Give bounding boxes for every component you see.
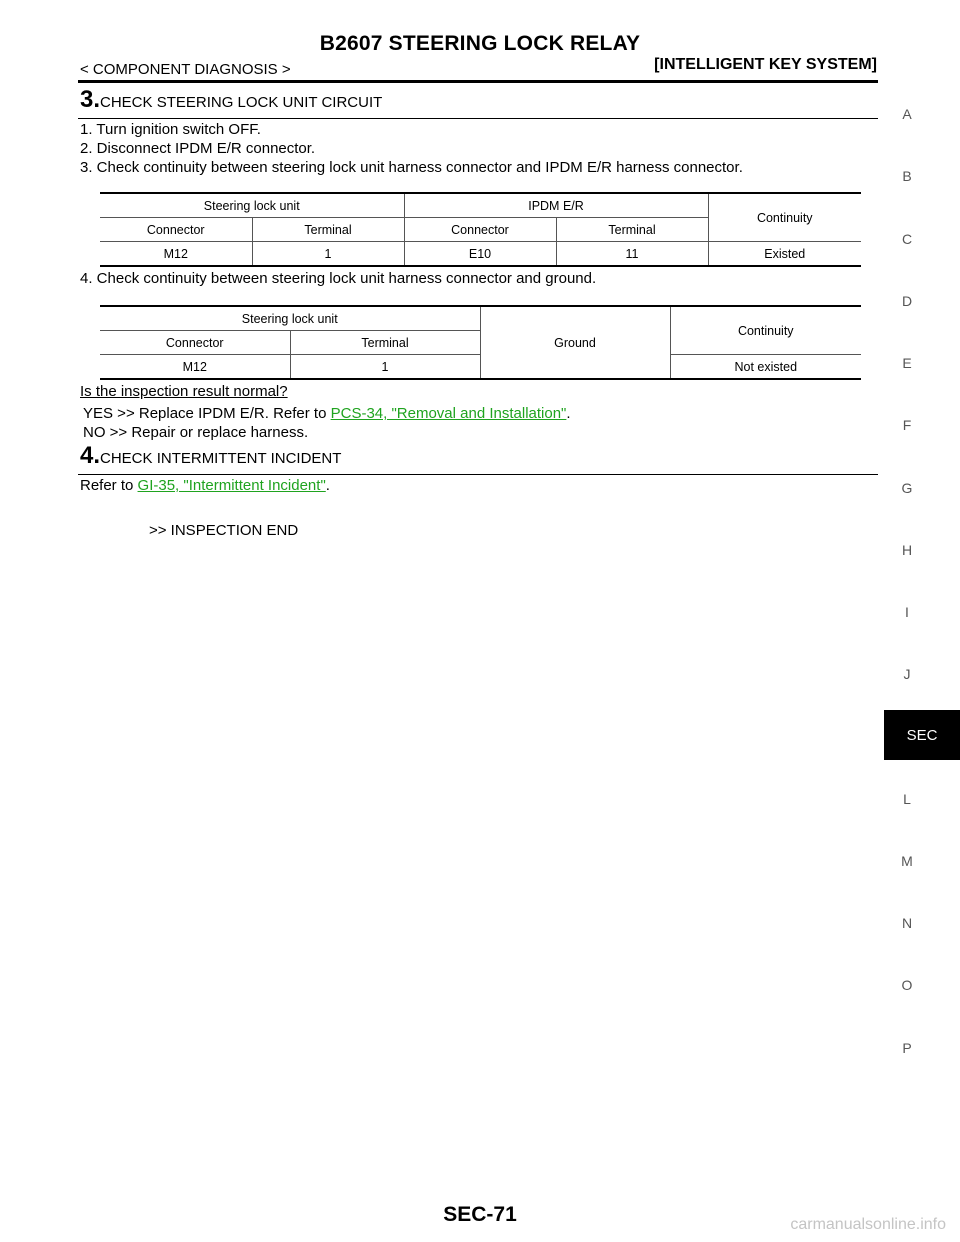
side-index-sec-tab[interactable]: SEC (884, 710, 960, 760)
side-index-m[interactable]: M (901, 853, 913, 869)
watermark: carmanualsonline.info (790, 1216, 946, 1233)
cell-continuity: Existed (707, 241, 861, 266)
side-index-h[interactable]: H (901, 542, 913, 558)
side-index-c[interactable]: C (901, 231, 913, 247)
side-index-a[interactable]: A (902, 106, 912, 122)
side-index-i[interactable]: I (905, 604, 909, 620)
refer-text: Refer to (80, 477, 138, 494)
step-3-item-3: 3. Check continuity between steering loc… (80, 159, 743, 176)
gi-35-link[interactable]: GI-35, "Intermittent Incident" (137, 477, 326, 494)
col-connector: Connector (403, 217, 557, 242)
side-index-n[interactable]: N (901, 915, 913, 931)
col-steering-lock-unit: Steering lock unit (100, 193, 405, 218)
step-3-item-2: 2. Disconnect IPDM E/R connector. (80, 140, 316, 157)
refer-suffix: . (325, 477, 330, 494)
inspection-end: >> INSPECTION END (149, 522, 299, 539)
side-index-e[interactable]: E (902, 355, 912, 371)
yes-line: YES >> Replace IPDM E/R. Refer to PCS-34… (83, 405, 571, 422)
col-terminal: Terminal (289, 330, 480, 355)
pcs-34-link[interactable]: PCS-34, "Removal and Installation" (330, 405, 567, 422)
step-4-number: 4. (80, 442, 101, 469)
page-number: SEC-71 (443, 1203, 517, 1226)
cell-continuity: Not existed (669, 354, 861, 379)
side-index-b[interactable]: B (902, 168, 912, 184)
col-continuity: Continuity (707, 193, 861, 242)
table-row: M12 1 Not existed (100, 354, 861, 379)
step-4-heading: 4.CHECK INTERMITTENT INCIDENT (80, 442, 341, 470)
side-index-p[interactable]: P (902, 1040, 912, 1056)
side-index-g[interactable]: G (901, 480, 913, 496)
cell-connector: M12 (100, 354, 291, 379)
step-3-number: 3. (80, 86, 101, 113)
step-3-rule (78, 118, 878, 119)
no-line: NO >> Repair or replace harness. (83, 424, 309, 441)
refer-line: Refer to GI-35, "Intermittent Incident". (80, 477, 330, 494)
yes-text: YES >> Replace IPDM E/R. Refer to (83, 405, 331, 422)
inspection-question: Is the inspection result normal? (80, 383, 288, 400)
header-rule (78, 80, 878, 83)
col-steering-lock-unit: Steering lock unit (100, 306, 481, 331)
step-3-item-1: 1. Turn ignition switch OFF. (80, 121, 261, 138)
side-index-f[interactable]: F (902, 417, 912, 433)
side-index-l[interactable]: L (903, 791, 911, 807)
cell-terminal: 1 (251, 241, 405, 266)
step-4-title: CHECK INTERMITTENT INCIDENT (100, 450, 342, 467)
continuity-table-ground: Steering lock unit Ground Continuity Con… (100, 305, 861, 380)
step-3-item-4: 4. Check continuity between steering loc… (80, 270, 597, 287)
col-ground: Ground (479, 306, 671, 380)
section-header: [INTELLIGENT KEY SYSTEM] (654, 56, 877, 73)
cell-connector: E10 (403, 241, 557, 266)
table-row: M12 1 E10 11 Existed (100, 241, 861, 266)
step-4-rule (78, 474, 878, 475)
breadcrumb: < COMPONENT DIAGNOSIS > (80, 61, 291, 78)
col-connector: Connector (100, 217, 253, 242)
continuity-table-ipdm: Steering lock unit IPDM E/R Continuity C… (100, 192, 861, 267)
cell-connector: M12 (100, 241, 253, 266)
side-index-j[interactable]: J (903, 666, 911, 682)
col-terminal: Terminal (251, 217, 405, 242)
col-ipdm-er: IPDM E/R (403, 193, 709, 218)
col-continuity: Continuity (669, 306, 861, 355)
cell-terminal: 1 (289, 354, 481, 379)
col-terminal: Terminal (555, 217, 708, 242)
col-connector: Connector (100, 330, 291, 355)
side-index-o[interactable]: O (901, 977, 913, 993)
cell-terminal: 11 (555, 241, 709, 266)
side-index-d[interactable]: D (901, 293, 913, 309)
step-3-title: CHECK STEERING LOCK UNIT CIRCUIT (100, 94, 383, 111)
step-3-heading: 3.CHECK STEERING LOCK UNIT CIRCUIT (80, 86, 382, 114)
yes-suffix: . (566, 405, 571, 422)
page-title: B2607 STEERING LOCK RELAY (319, 32, 641, 55)
